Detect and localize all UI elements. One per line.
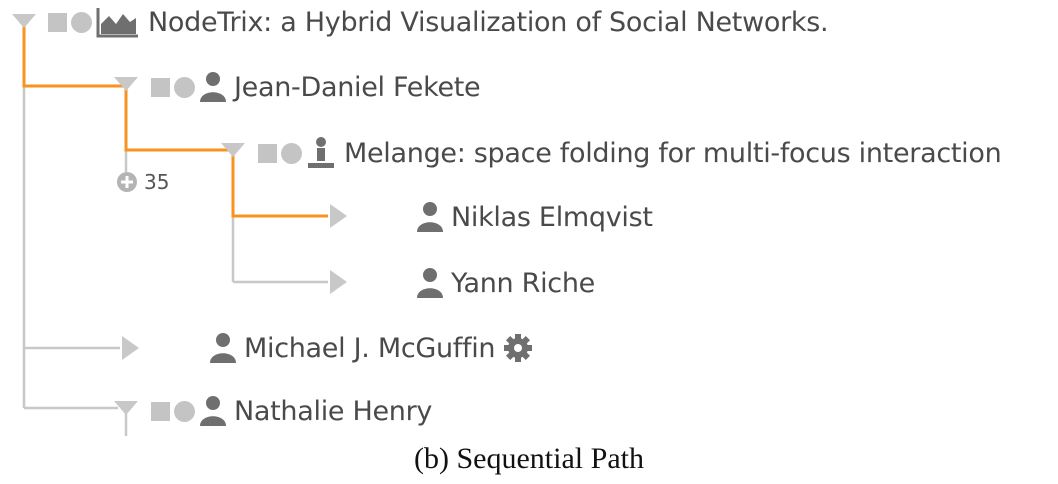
matrix-square-icon[interactable] [258,143,277,163]
henry-expand-icon[interactable] [114,401,138,415]
elmqvist-label[interactable]: Niklas Elmqvist [451,201,653,233]
riche-label[interactable]: Yann Riche [451,267,595,299]
fekete-expand-icon[interactable] [114,77,138,91]
area-chart-icon [96,8,138,38]
tree-node-elmqvist[interactable]: Niklas Elmqvist [416,195,653,239]
elmqvist-arrow-icon[interactable] [330,204,347,228]
node-circle-icon[interactable] [71,11,92,33]
person-icon [200,72,226,102]
mcguffin-arrow-icon[interactable] [122,336,139,360]
matrix-square-icon[interactable] [151,401,170,421]
collapsed-children-badge[interactable]: 35 [116,170,169,194]
melange-expand-icon[interactable] [221,143,245,157]
figure-caption: (b) Sequential Path [414,442,644,475]
matrix-square-icon[interactable] [48,12,67,32]
node-circle-icon[interactable] [281,142,302,164]
matrix-square-icon[interactable] [151,77,170,97]
tree-node-riche[interactable]: Yann Riche [416,261,595,305]
tree-node-henry[interactable]: Nathalie Henry [151,389,432,433]
collapsed-count: 35 [144,170,170,194]
gear-icon[interactable] [503,333,533,363]
plus-circle-icon[interactable] [116,171,138,193]
person-icon [210,333,236,363]
tree-node-mcguffin[interactable]: Michael J. McGuffin [209,326,533,370]
node-circle-icon[interactable] [174,76,195,98]
person-icon [417,202,443,232]
mcguffin-label[interactable]: Michael J. McGuffin [244,332,496,364]
melange-label[interactable]: Melange: space folding for multi-focus i… [344,137,1002,169]
node-circle-icon[interactable] [174,400,195,422]
person-icon [200,396,226,426]
person-icon [417,268,443,298]
tree-node-melange[interactable]: Melange: space folding for multi-focus i… [258,131,1002,175]
fekete-label[interactable]: Jean-Daniel Fekete [234,71,481,103]
tree-node-fekete[interactable]: Jean-Daniel Fekete [151,65,481,109]
root-label[interactable]: NodeTrix: a Hybrid Visualization of Soci… [148,6,829,38]
root-expand-icon[interactable] [12,14,36,28]
henry-label[interactable]: Nathalie Henry [234,395,433,427]
tree-node-root[interactable]: NodeTrix: a Hybrid Visualization of Soci… [48,0,829,44]
presenter-icon [308,137,334,168]
riche-arrow-icon[interactable] [330,270,347,294]
sequential-path-highlight [22,26,328,218]
